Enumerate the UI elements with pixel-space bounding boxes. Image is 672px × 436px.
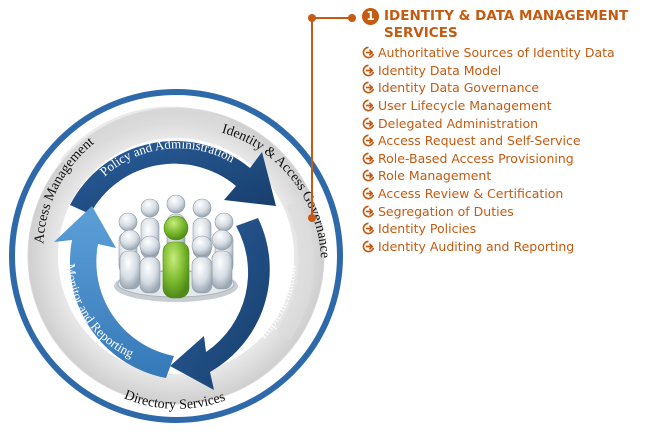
list-item: Identity Auditing and Reporting — [362, 238, 662, 256]
grey-arrow-right — [276, 200, 315, 340]
list-item-label: Access Review & Certification — [378, 186, 564, 202]
circle-arrow-right-icon — [362, 222, 375, 235]
panel-title-text: IDENTITY & DATA MANAGEMENT SERVICES — [384, 8, 629, 41]
panel-title: 1 IDENTITY & DATA MANAGEMENT SERVICES — [362, 8, 662, 42]
circle-arrow-right-icon — [362, 99, 375, 112]
circle-arrow-right-icon — [362, 82, 375, 94]
circle-arrow-right-icon — [362, 240, 375, 253]
list-item: Identity Policies — [362, 220, 662, 238]
number-badge: 1 — [362, 8, 379, 25]
list-item-label: Role-Based Access Provisioning — [378, 150, 574, 166]
circle-arrow-right-icon — [362, 117, 375, 130]
list-item: Role-Based Access Provisioning — [362, 150, 662, 168]
circle-arrow-right-icon — [362, 152, 375, 165]
circle-arrow-right-icon — [362, 205, 375, 218]
list-item-label: Identity Auditing and Reporting — [378, 238, 575, 254]
list-item: Identity Data Governance — [362, 79, 662, 97]
list-item: User Lifecycle Management — [362, 97, 662, 115]
circle-arrow-right-icon — [362, 134, 375, 147]
list-item-label: Role Management — [378, 168, 492, 184]
list-item-label: Identity Data Model — [378, 62, 502, 78]
list-item-label: User Lifecycle Management — [378, 98, 552, 114]
identity-data-services-panel: 1 IDENTITY & DATA MANAGEMENT SERVICES Au… — [362, 8, 662, 255]
list-item-label: Identity Policies — [378, 221, 477, 237]
list-item-label: Access Request and Self-Service — [378, 133, 581, 149]
callout-connector — [308, 14, 356, 222]
implementation-arrow — [170, 218, 270, 390]
policy-admin-arrow — [70, 141, 276, 214]
people-group-icon — [114, 194, 238, 302]
circle-arrow-right-icon — [362, 187, 375, 200]
list-item: Role Management — [362, 167, 662, 185]
list-item: Authoritative Sources of Identity Data — [362, 44, 662, 62]
list-item: Access Review & Certification — [362, 185, 662, 203]
list-item-label: Delegated Administration — [378, 115, 539, 131]
list-item-label: Authoritative Sources of Identity Data — [378, 45, 615, 61]
list-item-label: Segregation of Duties — [378, 203, 514, 219]
list-item: Delegated Administration — [362, 114, 662, 132]
circle-arrow-right-icon — [362, 170, 375, 182]
list-item: Access Request and Self-Service — [362, 132, 662, 150]
circle-arrow-right-icon — [362, 64, 375, 77]
list-item: Segregation of Duties — [362, 202, 662, 220]
monitor-reporting-arrow — [54, 206, 174, 378]
list-item-label: Identity Data Governance — [378, 80, 540, 96]
list-item: Identity Data Model — [362, 62, 662, 80]
grey-arrow-top — [60, 106, 230, 170]
circle-arrow-right-icon — [362, 46, 375, 59]
